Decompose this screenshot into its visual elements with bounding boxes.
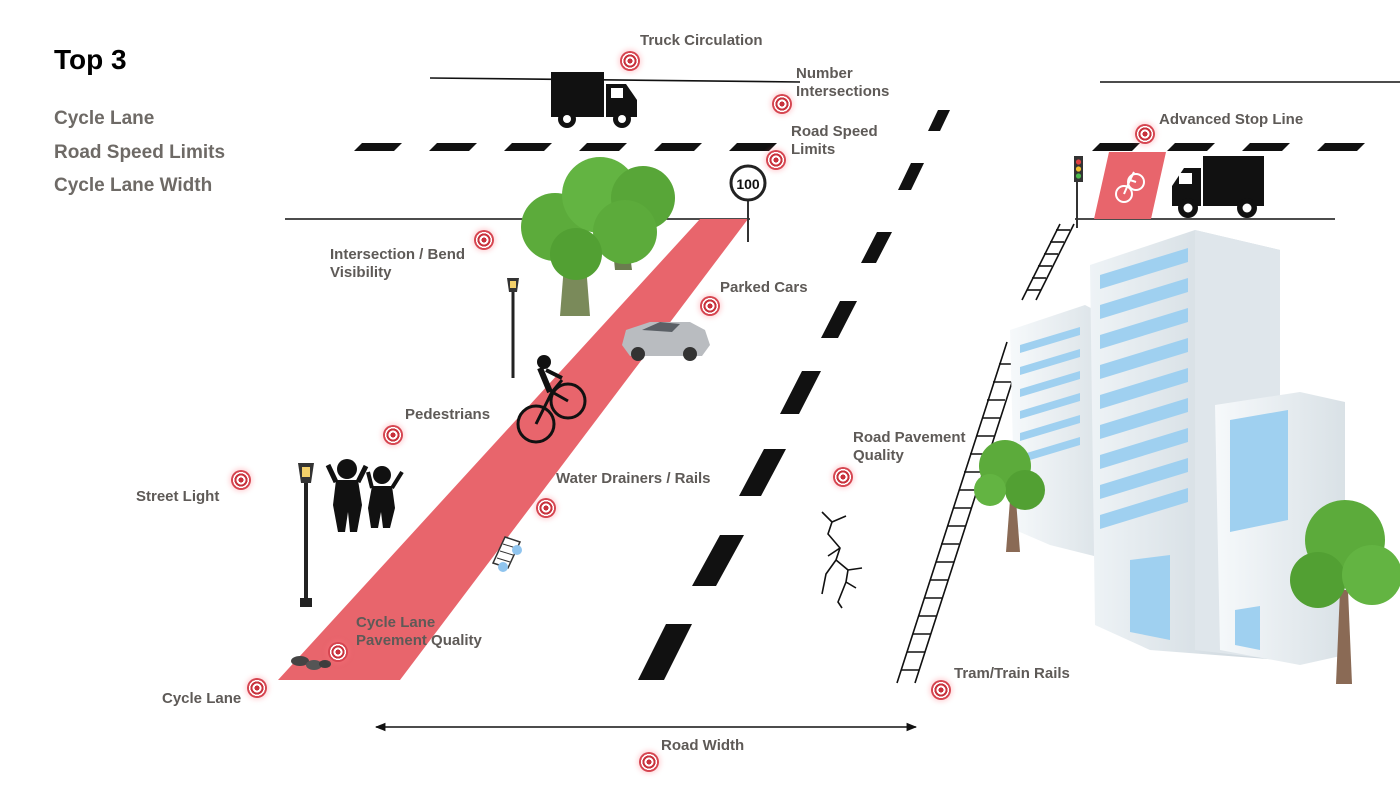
main-road-dashes [638, 110, 950, 680]
label-line: Limits [791, 141, 836, 158]
target-marker-icon[interactable] [247, 678, 267, 698]
tree-icon [521, 157, 675, 316]
label-parked-cars: Parked Cars [720, 279, 808, 296]
top-list: Cycle Lane Road Speed Limits Cycle Lane … [54, 106, 225, 207]
street-lamp-icon [298, 463, 314, 607]
target-marker-icon[interactable] [536, 498, 556, 518]
label-advanced-stop-line: Advanced Stop Line [1159, 111, 1304, 128]
target-marker-icon[interactable] [474, 230, 494, 250]
street-lamp-icon [507, 278, 519, 378]
target-marker-icon[interactable] [931, 680, 951, 700]
label-truck-circulation: Truck Circulation [640, 32, 763, 49]
target-marker-icon[interactable] [639, 752, 659, 772]
label-line: Road Speed [791, 123, 878, 140]
advanced-stop-box [1094, 152, 1166, 219]
water-drain-icon [491, 536, 522, 572]
cyclist-icon [516, 355, 587, 444]
tram-rails-icon [896, 223, 1075, 684]
top-item-road-speed-limits: Road Speed Limits [54, 141, 226, 163]
target-marker-icon[interactable] [766, 150, 786, 170]
speed-sign-value: 100 [736, 176, 760, 192]
label-cycle-lane-pavement-quality: Cycle Lane Pavement Quality [356, 614, 482, 650]
pedestrians-icon [325, 459, 404, 532]
label-line: Road Pavement [853, 429, 966, 446]
truck-icon [1172, 156, 1264, 218]
label-number-intersections: Number Intersections [796, 65, 889, 101]
top-item-cycle-lane: Cycle Lane [54, 108, 155, 129]
bicycle-icon [1115, 171, 1145, 203]
target-marker-icon[interactable] [620, 51, 640, 71]
target-marker-icon[interactable] [328, 642, 348, 662]
target-marker-icon[interactable] [231, 470, 251, 490]
target-marker-icon[interactable] [1135, 124, 1155, 144]
label-line: Intersections [796, 83, 890, 100]
label-line: Cycle Lane [356, 614, 436, 631]
label-pedestrians: Pedestrians [405, 406, 491, 423]
label-line: Quality [853, 447, 904, 464]
label-line: Pavement Quality [356, 632, 482, 649]
target-marker-icon[interactable] [833, 467, 853, 487]
label-line: Visibility [330, 264, 392, 281]
office-building-icon [1010, 230, 1345, 665]
label-cycle-lane: Cycle Lane [162, 690, 242, 707]
truck-icon [551, 72, 637, 128]
cross-road-dashes [354, 143, 1365, 151]
target-marker-icon[interactable] [700, 296, 720, 316]
label-tram-train-rails: Tram/Train Rails [954, 665, 1070, 682]
parked-car-icon [622, 322, 710, 361]
label-road-speed-limits: Road Speed Limits [791, 123, 878, 159]
label-road-pavement-quality: Road Pavement Quality [853, 429, 966, 465]
tree-icon [1290, 500, 1400, 684]
pavement-crack-icon [821, 511, 863, 609]
label-line: Number [796, 65, 853, 82]
panel-heading: Top 3 [54, 44, 127, 75]
label-water-drainers-rails: Water Drainers / Rails [556, 470, 711, 487]
target-marker-icon[interactable] [772, 94, 792, 114]
top-item-cycle-lane-width: Cycle Lane Width [54, 175, 213, 196]
label-street-light: Street Light [136, 488, 220, 505]
target-marker-icon[interactable] [383, 425, 403, 445]
label-line: Intersection / Bend [330, 246, 466, 263]
tree-icon [974, 440, 1045, 552]
label-road-width: Road Width [661, 737, 745, 754]
speed-limit-sign-icon: 100 [729, 164, 767, 242]
label-intersection-bend-visibility: Intersection / Bend Visibility [330, 246, 465, 282]
pavement-damage-icon [291, 656, 331, 670]
traffic-light-icon [1074, 156, 1083, 228]
